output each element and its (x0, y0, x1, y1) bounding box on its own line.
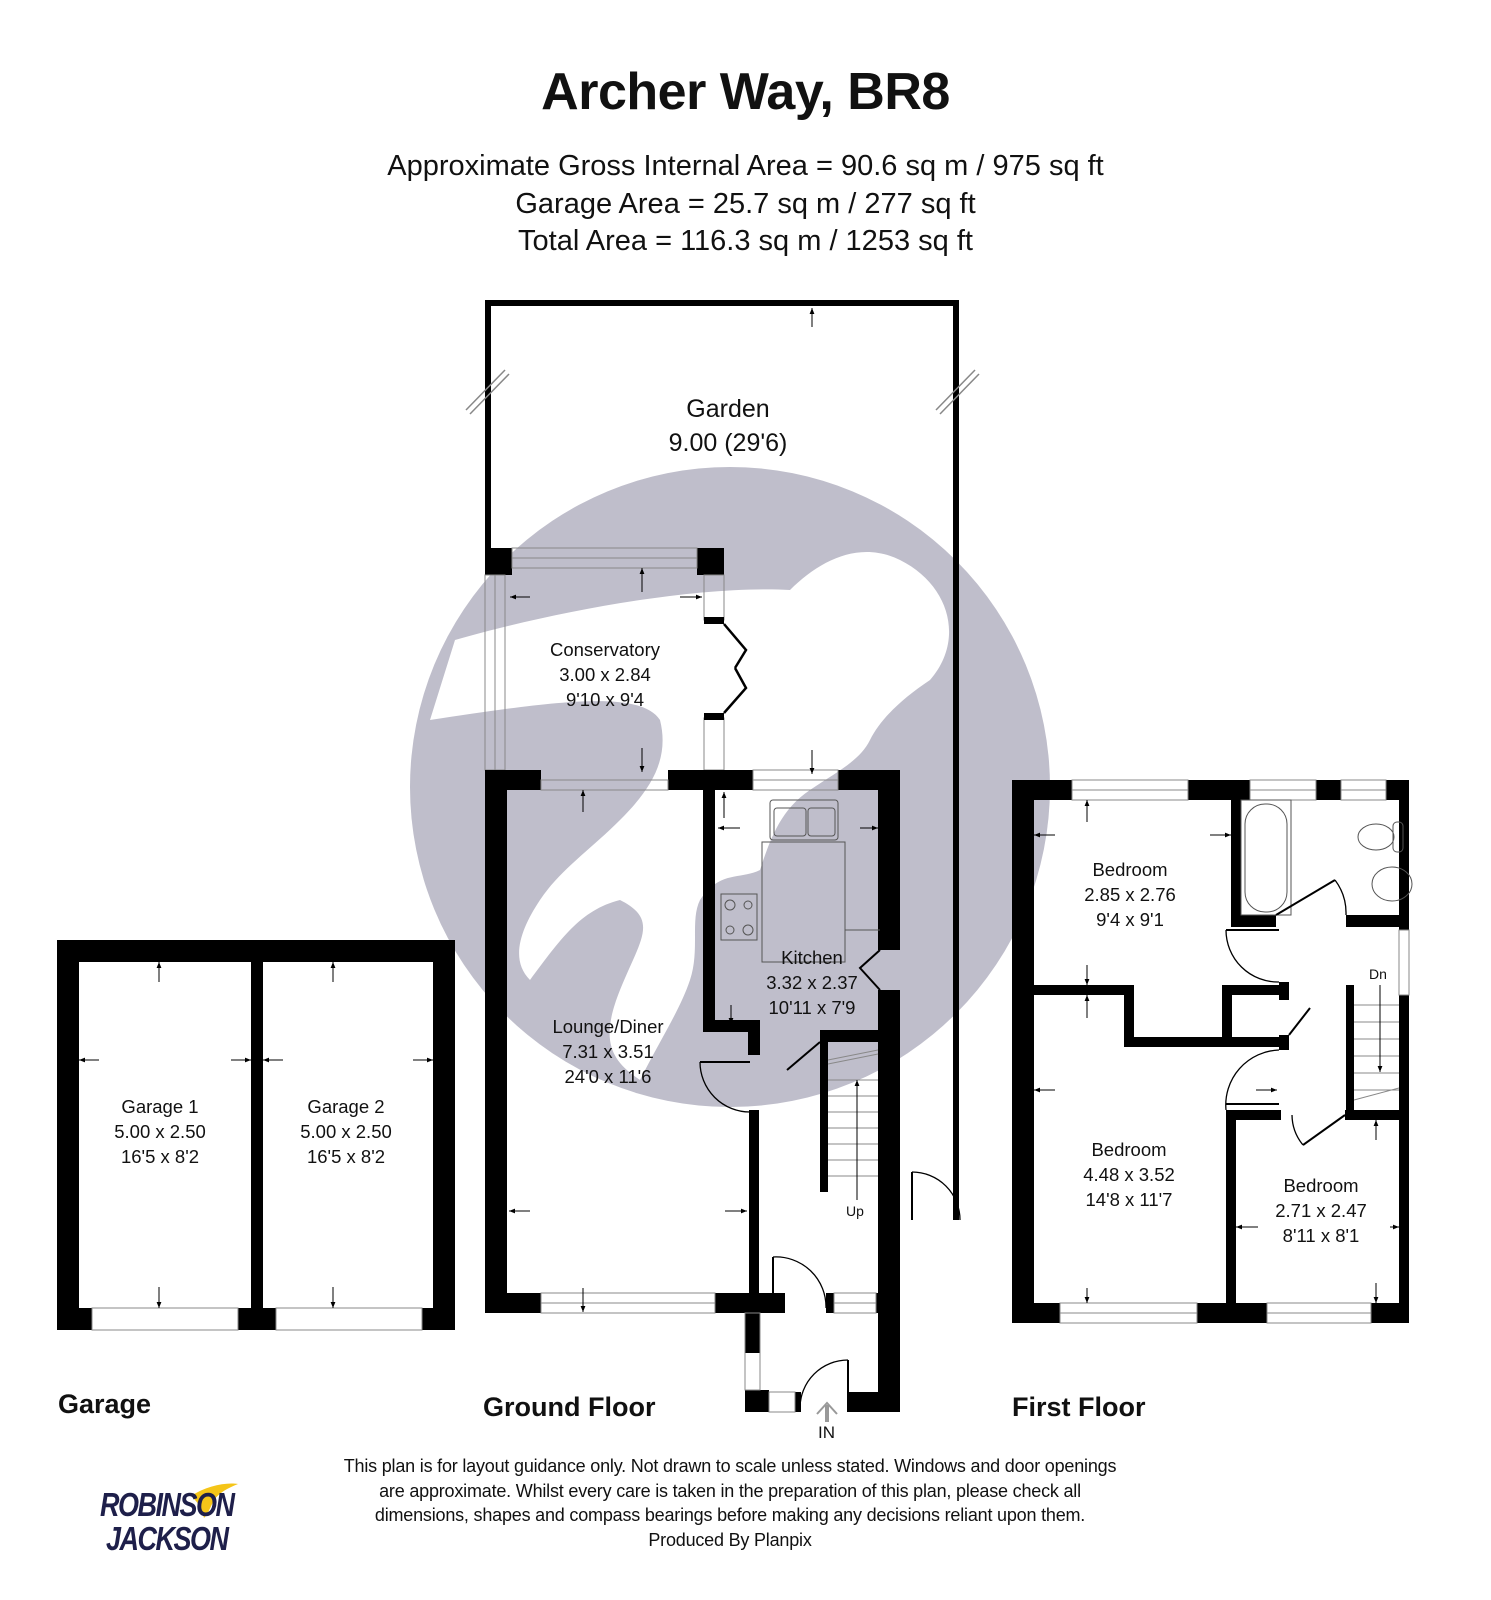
first-floor-doors (1225, 879, 1347, 1146)
ground-floor-windows (540, 769, 877, 1413)
room-name: Bedroom (1091, 1139, 1167, 1160)
room-metric: 2.85 x 2.76 (1084, 884, 1176, 905)
room-label-bedroom-2: Bedroom 4.48 x 3.52 14'8 x 11'7 (1083, 1137, 1175, 1212)
ground-floor-walls (485, 770, 900, 1412)
garage-dimension-arrows (79, 962, 433, 1308)
entrance-label: IN (818, 1423, 835, 1442)
room-metric: 3.32 x 2.37 (766, 972, 858, 993)
room-metric: 5.00 x 2.50 (114, 1121, 206, 1142)
room-label-conservatory: Conservatory 3.00 x 2.84 9'10 x 9'4 (550, 637, 660, 712)
room-label-garage-2: Garage 2 5.00 x 2.50 16'5 x 8'2 (300, 1094, 392, 1169)
disclaimer-line: This plan is for layout guidance only. N… (343, 1456, 1117, 1476)
room-name: Conservatory (549, 639, 661, 660)
disclaimer-line: are approximate. Whilst every care is ta… (379, 1480, 1081, 1501)
room-name: Bedroom (1092, 859, 1168, 880)
first-floor-windows (1059, 779, 1410, 1324)
robinson-jackson-logo: ROBINSON JACKSON (96, 1478, 246, 1578)
floor-label-first: First Floor (1012, 1392, 1146, 1422)
producer-credit: Produced By Planpix (648, 1529, 812, 1550)
room-label-garage-1: Garage 1 5.00 x 2.50 16'5 x 8'2 (114, 1094, 206, 1169)
room-imperial: 9'4 x 9'1 (1096, 909, 1164, 930)
room-label-bedroom-3: Bedroom 2.71 x 2.47 8'11 x 8'1 (1275, 1173, 1367, 1248)
floor-label-garage: Garage (58, 1389, 152, 1419)
disclaimer-line: dimensions, shapes and compass bearings … (374, 1505, 1086, 1525)
garage-area: Garage Area = 25.7 sq m / 277 sq ft (515, 188, 976, 220)
logo-line-1: ROBINSON (100, 1486, 235, 1524)
room-name: Bedroom (1283, 1175, 1359, 1196)
room-name: Garden (686, 395, 770, 423)
room-metric: 2.71 x 2.47 (1275, 1200, 1367, 1221)
room-name: Garage 2 (307, 1096, 385, 1117)
ground-floor-doors (699, 949, 961, 1409)
first-floor-walls (1012, 780, 1409, 1323)
room-name: Lounge/Diner (552, 1016, 664, 1037)
room-imperial: 24'0 x 11'6 (564, 1066, 652, 1087)
room-name: Kitchen (781, 947, 843, 968)
room-label-kitchen: Kitchen 3.32 x 2.37 10'11 x 7'9 (766, 945, 858, 1020)
ground-stairs (827, 1049, 879, 1200)
room-label-bedroom-1: Bedroom 2.85 x 2.76 9'4 x 9'1 (1084, 857, 1176, 932)
room-imperial: 8'11 x 8'1 (1282, 1225, 1360, 1246)
room-metric: 4.48 x 3.52 (1083, 1164, 1175, 1185)
first-stairs (1353, 985, 1400, 1101)
room-imperial: 10'11 x 7'9 (768, 997, 856, 1018)
kitchen-fixtures (720, 799, 880, 963)
stairs-up-label: Up (846, 1203, 864, 1219)
bathroom-fixtures (1240, 799, 1413, 916)
room-dimension: 9.00 (29'6) (668, 429, 788, 457)
plan-title: Archer Way, BR8 (541, 63, 950, 121)
floor-label-ground: Ground Floor (483, 1392, 656, 1422)
stairs-down-label: Dn (1369, 966, 1387, 982)
room-imperial: 16'5 x 8'2 (120, 1146, 200, 1167)
room-metric: 3.00 x 2.84 (559, 664, 651, 685)
room-imperial: 14'8 x 11'7 (1085, 1189, 1173, 1210)
disclaimer: This plan is for layout guidance only. N… (270, 1454, 1190, 1552)
logo-line-2: JACKSON (106, 1520, 229, 1558)
garage-walls (57, 940, 455, 1330)
ground-dimension-arrows (509, 750, 878, 1422)
gross-internal-area: Approximate Gross Internal Area = 90.6 s… (387, 150, 1104, 182)
room-name: Garage 1 (121, 1096, 199, 1117)
room-imperial: 9'10 x 9'4 (565, 689, 645, 710)
total-area: Total Area = 116.3 sq m / 1253 sq ft (518, 225, 973, 257)
room-imperial: 16'5 x 8'2 (306, 1146, 386, 1167)
room-label-garden: Garden 9.00 (29'6) (669, 392, 788, 460)
garden-outline (465, 300, 980, 1220)
room-metric: 7.31 x 3.51 (562, 1041, 654, 1062)
room-metric: 5.00 x 2.50 (300, 1121, 392, 1142)
garage-doors (91, 1307, 423, 1331)
swift-icon (191, 1483, 238, 1518)
first-dimension-arrows (1034, 800, 1399, 1303)
room-label-lounge-diner: Lounge/Diner 7.31 x 3.51 24'0 x 11'6 (552, 1014, 663, 1089)
